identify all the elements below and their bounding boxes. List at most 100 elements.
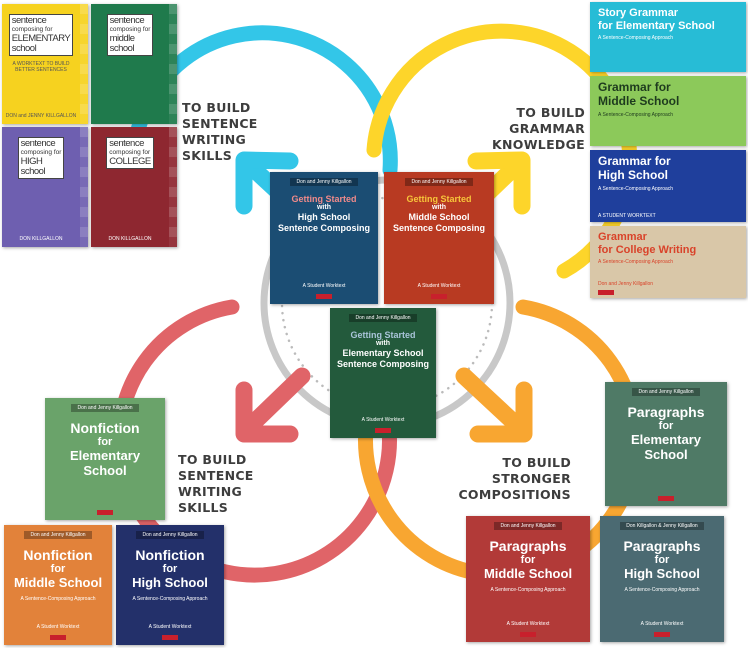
label-line: TO BUILD [502, 455, 571, 470]
cover-title-line: school [109, 43, 135, 55]
cover-subtitle: A Sentence-Composing Approach [598, 185, 674, 192]
cover-title-line: for [162, 563, 178, 576]
cover-title-line: sentence [109, 15, 145, 26]
cover-subtitle: A Sentence-Composing Approach [598, 259, 674, 266]
cover-title-line: sentence [20, 138, 56, 149]
publisher-logo-icon [654, 632, 670, 637]
label-line: SENTENCE [182, 116, 258, 131]
publisher-logo-icon [97, 510, 113, 515]
label-line: SKILLS [178, 500, 229, 515]
label-line: WRITING [182, 132, 247, 147]
label-line: GRAMMAR [509, 121, 585, 136]
publisher-logo-icon [162, 635, 178, 640]
cover-subtitle: A Sentence-Composing Approach [132, 595, 208, 602]
label-line: KNOWLEDGE [492, 137, 585, 152]
label-line: WRITING [178, 484, 243, 499]
publisher-logo-icon [598, 290, 614, 295]
publisher-logo-icon [658, 496, 674, 501]
label-line: STRONGER [491, 471, 571, 486]
cover-title-line: sentence [109, 138, 144, 149]
cover-title-line: composing for [20, 149, 62, 157]
cover-title-line: Story Grammar [598, 7, 679, 19]
label-bottom-right: TO BUILD STRONGER COMPOSITIONS [458, 455, 571, 503]
publisher-logo-icon [375, 428, 391, 433]
cover-title-line: composing for [109, 149, 151, 157]
cover-title-line: Elementary School [342, 348, 424, 359]
cover-title-line: with [316, 204, 331, 212]
cover-title-line: Getting Started [406, 194, 472, 204]
cover-author: DON and JENNY KILLGALLON [5, 113, 77, 119]
cover-author: Don and Jenny Killgallon [405, 178, 473, 186]
cover-title-line: Sentence Composing [277, 222, 370, 233]
cover-title-line: with [431, 204, 446, 212]
cover-footer: A Student Worktext [361, 417, 405, 423]
label-line: SENTENCE [178, 468, 254, 483]
cover-author: Don and Jenny Killgallon [136, 531, 204, 539]
cover-title-line: composing for [11, 26, 53, 34]
cover-title-line: Middle School [13, 574, 103, 590]
orange-arrow-icon [455, 367, 533, 443]
cover-title-line: High School [598, 167, 668, 182]
cover-footer: A Student Worktext [506, 621, 550, 627]
label-bottom-left: TO BUILD SENTENCE WRITING SKILLS [178, 452, 254, 516]
cover-author: Don and Jenny Killgallon [632, 388, 700, 396]
cover-title-line: Middle School [408, 212, 470, 223]
label-line: TO BUILD [178, 452, 247, 467]
cover-footer: A Student Worktext [36, 624, 80, 630]
cover-title-line: Nonfiction [23, 547, 93, 563]
cover-title-line: school [11, 43, 37, 55]
cover-title-line: Middle School [598, 93, 680, 108]
cover-title-line: for [520, 554, 536, 567]
cover-stripe [169, 4, 177, 124]
publisher-logo-icon [50, 635, 66, 640]
cover-title-line: for [654, 554, 670, 567]
cover-title-line: COLLEGE [109, 155, 151, 167]
label-line: SKILLS [182, 148, 233, 163]
cover-title-line: Middle School [483, 565, 573, 581]
cover-title-line: High School [624, 565, 700, 581]
cover-title-line: sentence [11, 15, 47, 26]
cover-title-line: for [658, 420, 674, 433]
red-arrow-icon [235, 367, 311, 443]
label-line: TO BUILD [516, 105, 585, 120]
cover-footer: A Student Worktext [302, 283, 346, 289]
cover-title-line: High School [297, 212, 351, 223]
cover-title-line: Paragraphs [623, 538, 701, 554]
cover-footer: A Student Worktext [640, 621, 684, 627]
cover-title-line: Elementary [69, 447, 141, 463]
label-top-right: TO BUILD GRAMMAR KNOWLEDGE [492, 105, 585, 153]
cover-subtitle: A Sentence-Composing Approach [20, 595, 96, 602]
label-line: COMPOSITIONS [458, 487, 571, 502]
publisher-logo-icon [431, 294, 447, 299]
cover-title-line: Grammar [598, 231, 647, 243]
cover-title-line: Getting Started [291, 194, 357, 204]
